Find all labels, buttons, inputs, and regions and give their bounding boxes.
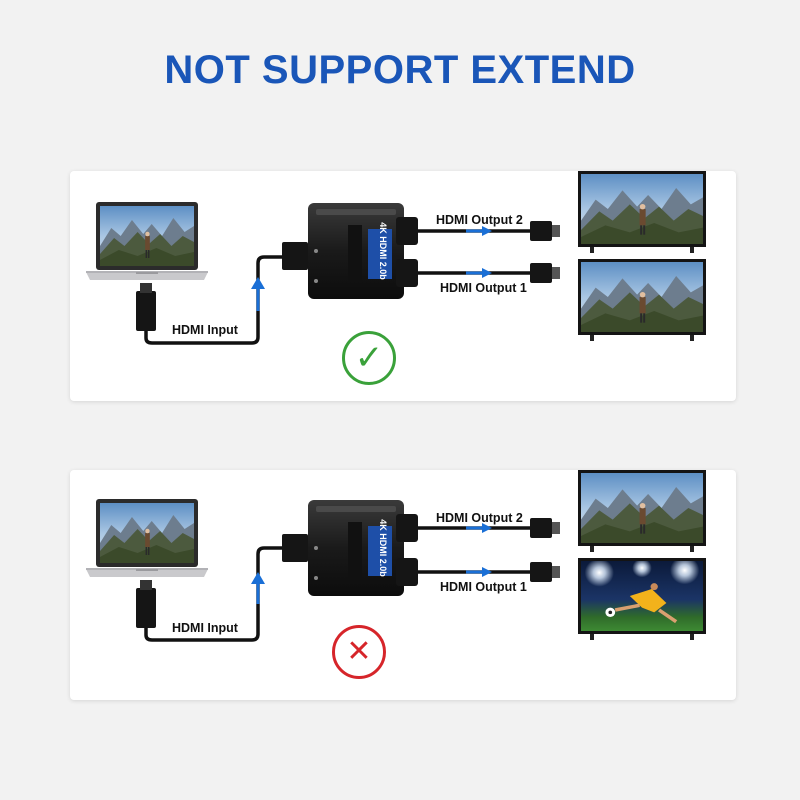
laptop-icon — [86, 202, 208, 280]
splitter-device: 4K HDMI 2.0b — [308, 203, 404, 299]
input-cable — [144, 546, 302, 642]
not-supported-panel: 4K HDMI 2.0b — [70, 470, 736, 700]
input-arrow-icon — [251, 277, 265, 289]
hdmi-input-label: HDMI Input — [172, 621, 238, 635]
tv-top-icon — [578, 171, 706, 253]
tv-top-icon — [578, 470, 706, 552]
page-title: NOT SUPPORT EXTEND — [164, 48, 636, 92]
output-2-arrow-icon — [482, 523, 492, 533]
supported-panel: 4K HDMI 2.0b — [70, 171, 736, 401]
input-cable — [144, 255, 302, 345]
output-1-arrow-icon — [482, 268, 492, 278]
hdmi-output-1-label: HDMI Output 1 — [440, 580, 527, 594]
output-2-cable — [396, 514, 560, 542]
output-1-cable — [396, 259, 560, 287]
hdmi-output-2-label: HDMI Output 2 — [436, 213, 523, 227]
output-2-cable — [396, 217, 560, 245]
output-1-cable — [396, 558, 560, 586]
cross-icon: ✕ — [332, 625, 386, 679]
input-arrow-icon — [251, 572, 265, 584]
check-icon: ✓ — [342, 331, 396, 385]
hdmi-output-1-label: HDMI Output 1 — [440, 281, 527, 295]
output-2-arrow-icon — [482, 226, 492, 236]
hdmi-output-2-label: HDMI Output 2 — [436, 511, 523, 525]
tv-bottom-icon — [578, 558, 706, 640]
tv-bottom-icon — [578, 259, 706, 341]
input-hdmi-plug — [136, 291, 156, 331]
splitter-label: 4K HDMI 2.0b — [378, 519, 388, 577]
output-1-arrow-icon — [482, 567, 492, 577]
input-hdmi-plug — [136, 588, 156, 628]
splitter-label: 4K HDMI 2.0b — [378, 222, 388, 280]
splitter-device: 4K HDMI 2.0b — [308, 500, 404, 596]
laptop-icon — [86, 499, 208, 577]
hdmi-input-label: HDMI Input — [172, 323, 238, 337]
